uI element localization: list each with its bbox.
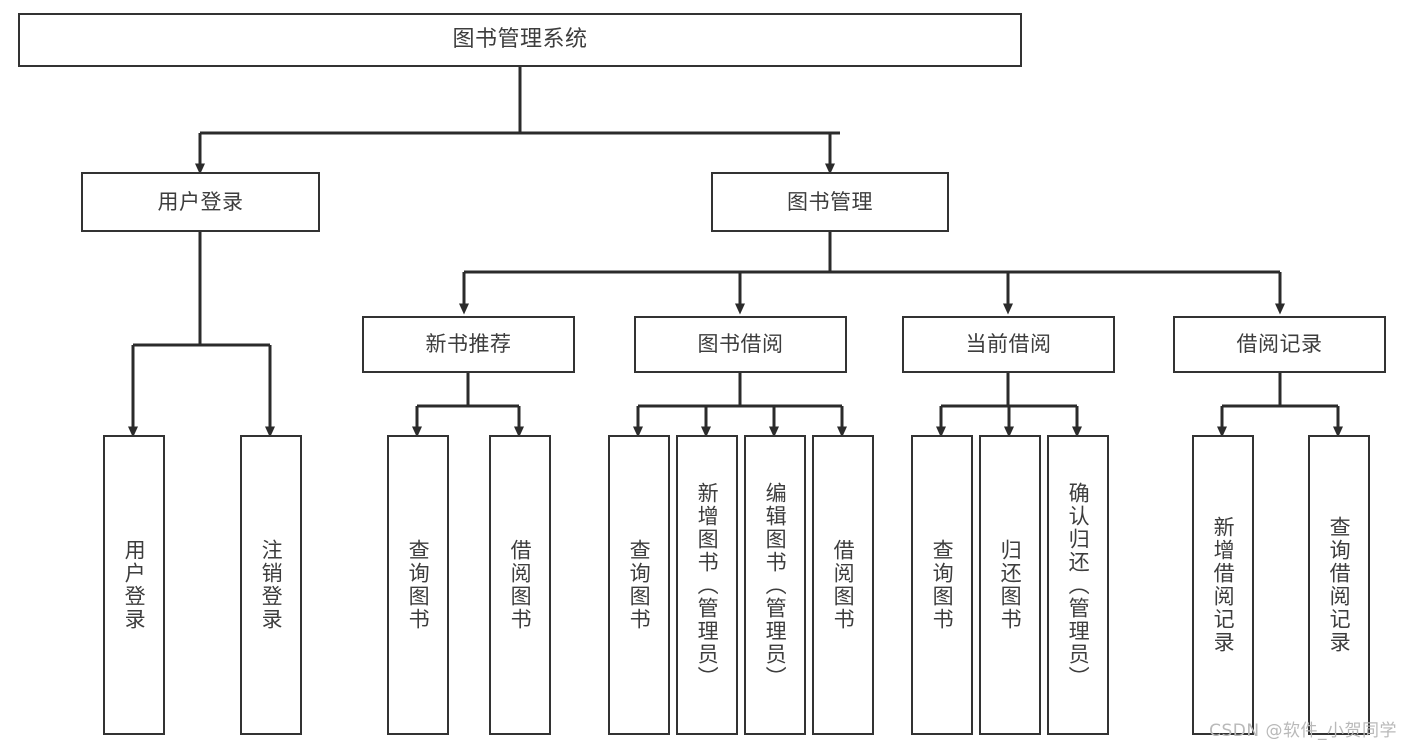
node-leaf-return-book[interactable]: 归还图书 (979, 435, 1041, 735)
node-leaf-user-login[interactable]: 用户登录 (103, 435, 165, 735)
node-leaf-borrow-book-1[interactable]: 借阅图书 (489, 435, 551, 735)
node-borrow-record-label: 借阅记录 (1236, 332, 1323, 357)
node-new-book-rec[interactable]: 新书推荐 (362, 316, 575, 373)
node-leaf-user-login-label: 用户登录 (122, 539, 147, 631)
node-user-login[interactable]: 用户登录 (81, 172, 320, 232)
node-root-label: 图书管理系统 (452, 27, 588, 53)
node-leaf-query-book-1[interactable]: 查询图书 (387, 435, 449, 735)
node-leaf-query-record-label: 查询借阅记录 (1327, 516, 1352, 654)
node-book-manage[interactable]: 图书管理 (711, 172, 949, 232)
node-leaf-logout[interactable]: 注销登录 (240, 435, 302, 735)
node-leaf-edit-book[interactable]: 编辑图书（管理员） (744, 435, 806, 735)
node-leaf-edit-book-label: 编辑图书（管理员） (763, 481, 788, 689)
node-leaf-confirm-return-label: 确认归还（管理员） (1066, 481, 1091, 689)
node-leaf-query-book-3-label: 查询图书 (930, 539, 955, 631)
node-book-borrow-label: 图书借阅 (697, 332, 784, 357)
node-leaf-add-book-label: 新增图书（管理员） (695, 481, 720, 689)
watermark: CSDN @软件_小贺同学 (1209, 721, 1397, 741)
node-new-book-rec-label: 新书推荐 (425, 332, 512, 357)
node-leaf-query-book-3[interactable]: 查询图书 (911, 435, 973, 735)
node-current-borrow-label: 当前借阅 (965, 332, 1052, 357)
node-book-borrow[interactable]: 图书借阅 (634, 316, 847, 373)
node-leaf-return-book-label: 归还图书 (998, 539, 1023, 631)
node-root[interactable]: 图书管理系统 (18, 13, 1022, 67)
node-leaf-confirm-return[interactable]: 确认归还（管理员） (1047, 435, 1109, 735)
node-leaf-add-book[interactable]: 新增图书（管理员） (676, 435, 738, 735)
node-leaf-add-record-label: 新增借阅记录 (1211, 516, 1236, 654)
node-book-manage-label: 图书管理 (787, 189, 873, 214)
node-leaf-borrow-book-1-label: 借阅图书 (508, 539, 533, 631)
node-leaf-add-record[interactable]: 新增借阅记录 (1192, 435, 1254, 735)
node-leaf-query-record[interactable]: 查询借阅记录 (1308, 435, 1370, 735)
node-leaf-query-book-2[interactable]: 查询图书 (608, 435, 670, 735)
node-current-borrow[interactable]: 当前借阅 (902, 316, 1115, 373)
node-borrow-record[interactable]: 借阅记录 (1173, 316, 1386, 373)
node-leaf-logout-label: 注销登录 (259, 539, 284, 631)
node-leaf-query-book-2-label: 查询图书 (627, 539, 652, 631)
node-user-login-label: 用户登录 (157, 189, 244, 214)
node-leaf-borrow-book-2[interactable]: 借阅图书 (812, 435, 874, 735)
node-leaf-query-book-1-label: 查询图书 (406, 539, 431, 631)
node-leaf-borrow-book-2-label: 借阅图书 (831, 539, 856, 631)
